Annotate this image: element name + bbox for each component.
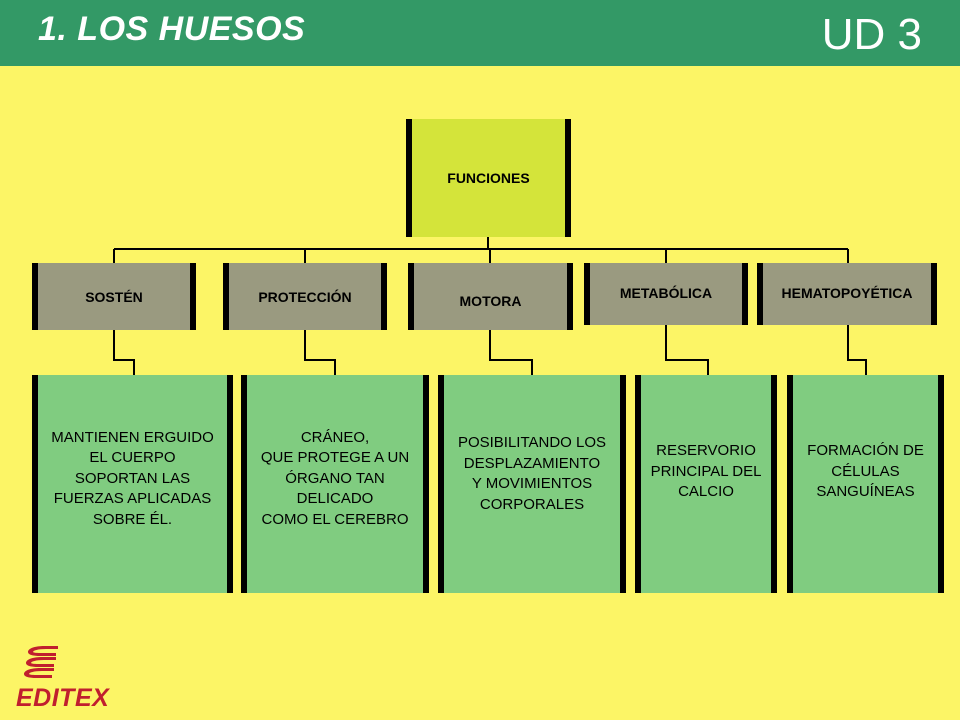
description-line: PRINCIPAL DEL <box>650 462 762 480</box>
logo-text: EDITEX <box>16 684 110 712</box>
description-line: FORMACIÓN DE <box>807 442 924 460</box>
function-label: MOTORA <box>459 292 522 309</box>
description-line: CRÁNEO, <box>300 428 370 446</box>
description-node-motora: POSIBILITANDO LOS DESPLAZAMIENTO Y MOVIM… <box>438 375 626 593</box>
description-line: FUERZAS APLICADAS <box>53 490 212 508</box>
function-label: SOSTÉN <box>85 288 143 305</box>
description-line: EL CUERPO <box>89 449 176 467</box>
description-line: SOBRE ÉL. <box>92 510 173 528</box>
description-line: RESERVORIO <box>656 442 756 460</box>
function-label: METABÓLICA <box>619 285 713 301</box>
description-line: ÓRGANO TAN <box>285 469 385 487</box>
function-label: HEMATOPOYÉTICA <box>781 285 913 301</box>
description-line: SOPORTAN LAS <box>74 469 191 487</box>
description-line: DELICADO <box>296 490 374 508</box>
description-line: Y MOVIMIENTOS <box>471 475 593 492</box>
unit-label: UD 3 <box>821 10 922 59</box>
function-node-sosten: SOSTÉN <box>32 263 196 330</box>
function-node-proteccion: PROTECCIÓN <box>223 263 387 330</box>
root-node-funciones: FUNCIONES <box>406 119 571 237</box>
function-node-metabolica: METABÓLICA <box>584 263 748 325</box>
description-line: QUE PROTEGE A UN <box>260 449 410 467</box>
description-line: DESPLAZAMIENTO <box>463 454 601 472</box>
slide-title: 1. LOS HUESOS <box>38 10 306 48</box>
description-line: MANTIENEN ERGUIDO <box>51 428 214 446</box>
root-label: FUNCIONES <box>447 170 530 186</box>
description-text: FORMACIÓN DE CÉLULAS SANGUÍNEAS <box>807 441 924 503</box>
book-stack-icon <box>24 646 58 678</box>
function-label: PROTECCIÓN <box>258 288 352 305</box>
description-line: SANGUÍNEAS <box>816 483 915 501</box>
description-node-proteccion: CRÁNEO, QUE PROTEGE A UN ÓRGANO TAN DELI… <box>241 375 429 593</box>
description-text: CRÁNEO, QUE PROTEGE A UN ÓRGANO TAN DELI… <box>261 428 409 531</box>
description-text: POSIBILITANDO LOS DESPLAZAMIENTO Y MOVIM… <box>458 433 606 515</box>
description-line: CÉLULAS <box>831 462 900 480</box>
description-node-hematopoyetica: FORMACIÓN DE CÉLULAS SANGUÍNEAS <box>787 375 944 593</box>
description-line: CORPORALES <box>479 495 585 513</box>
editex-logo: EDITEX <box>16 644 116 712</box>
description-node-metabolica: RESERVORIO PRINCIPAL DEL CALCIO <box>635 375 777 593</box>
description-line: COMO EL CEREBRO <box>261 510 409 528</box>
description-node-sosten: MANTIENEN ERGUIDO EL CUERPO SOPORTAN LAS… <box>32 375 233 593</box>
description-line: POSIBILITANDO LOS <box>457 434 607 451</box>
description-line: CALCIO <box>678 483 734 501</box>
function-node-motora: MOTORA <box>408 263 573 330</box>
description-text: MANTIENEN ERGUIDO EL CUERPO SOPORTAN LAS… <box>51 428 214 531</box>
header-bar: 1. LOS HUESOS UD 3 <box>0 0 960 66</box>
description-text: RESERVORIO PRINCIPAL DEL CALCIO <box>651 441 762 503</box>
function-node-hematopoyetica: HEMATOPOYÉTICA <box>757 263 937 325</box>
